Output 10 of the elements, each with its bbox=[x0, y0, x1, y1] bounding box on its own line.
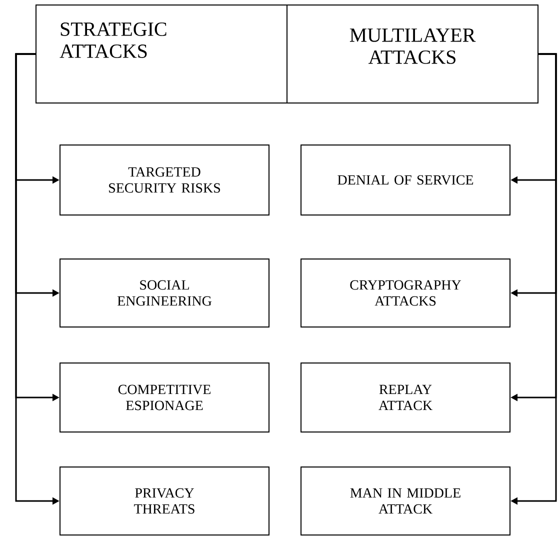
attack-box: DENIAL OF SERVICE bbox=[300, 144, 510, 216]
attack-box: MAN IN MIDDLE ATTACK bbox=[300, 466, 510, 536]
category-box: MULTILAYER ATTACKS bbox=[286, 4, 538, 104]
attack-box: COMPETITIVE ESPIONAGE bbox=[60, 362, 270, 432]
attack-box: PRIVACY THREATS bbox=[60, 466, 270, 536]
attack-box: SOCIAL ENGINEERING bbox=[60, 258, 270, 328]
attack-box: TARGETED SECURITY RISKS bbox=[60, 144, 270, 216]
category-box: STRATEGIC ATTACKS bbox=[36, 4, 288, 104]
attack-box: CRYPTOGRAPHY ATTACKS bbox=[300, 258, 510, 328]
attack-box: REPLAY ATTACK bbox=[300, 362, 510, 432]
